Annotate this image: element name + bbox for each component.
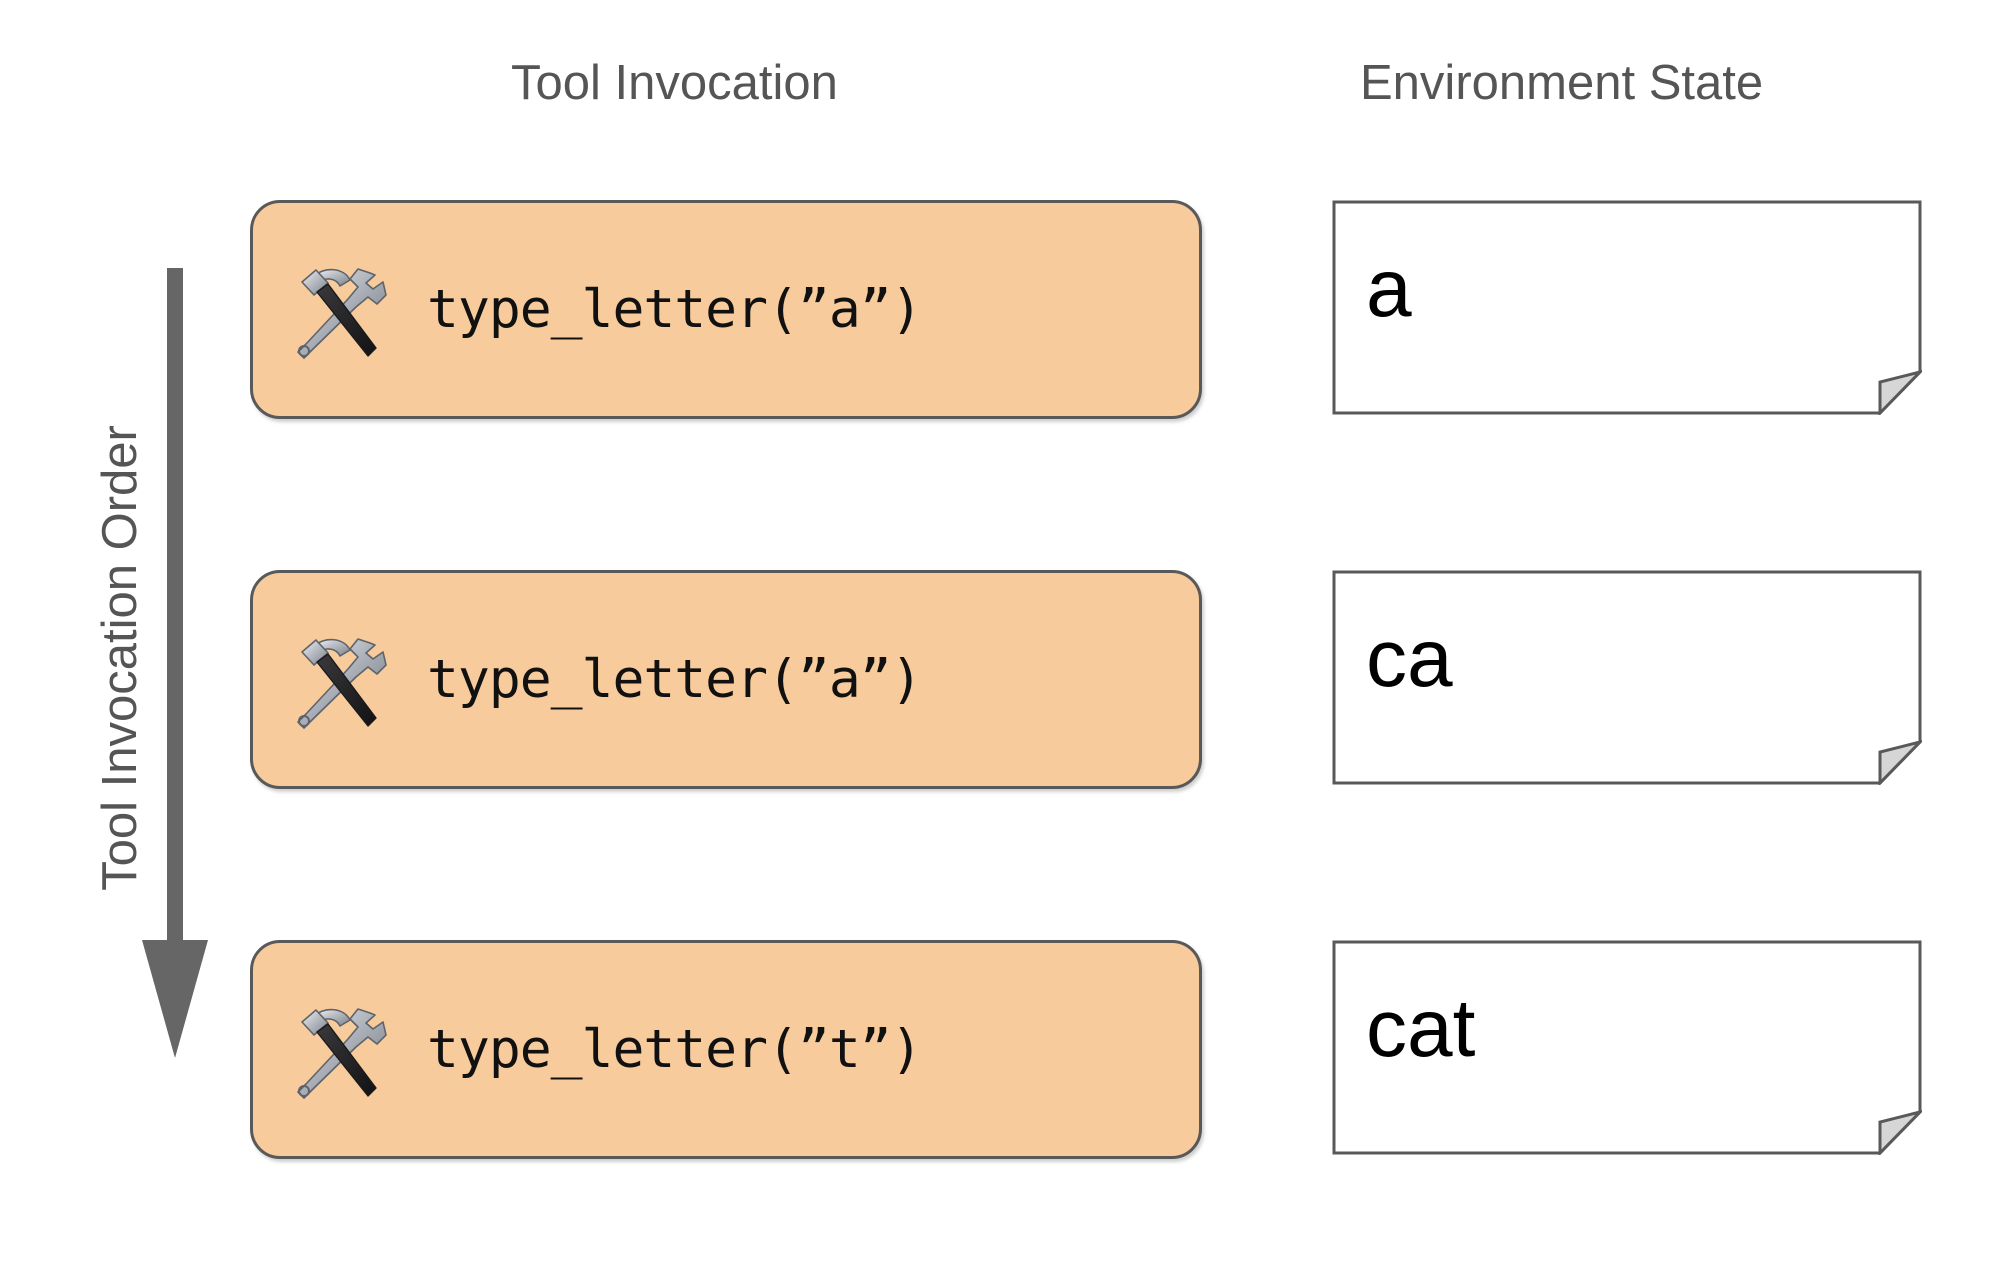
environment-state-text: cat bbox=[1366, 983, 1476, 1074]
tool-invocation-card[interactable]: type_letter(”a”) bbox=[250, 200, 1202, 419]
environment-state-note: ca bbox=[1332, 570, 1922, 785]
column-header-environment-state: Environment State bbox=[1360, 56, 1764, 110]
hammer-and-wrench-icon bbox=[283, 255, 393, 365]
sequence-row: type_letter(”t”) cat bbox=[0, 940, 2000, 1165]
tool-call-text: type_letter(”a”) bbox=[427, 649, 923, 710]
environment-state-text: a bbox=[1366, 243, 1412, 334]
environment-state-note: a bbox=[1332, 200, 1922, 415]
tool-call-text: type_letter(”t”) bbox=[427, 1019, 923, 1080]
environment-state-note: cat bbox=[1332, 940, 1922, 1155]
hammer-and-wrench-icon bbox=[283, 625, 393, 735]
environment-state-text: ca bbox=[1366, 613, 1453, 704]
tool-invocation-card[interactable]: type_letter(”a”) bbox=[250, 570, 1202, 789]
tool-invocation-card[interactable]: type_letter(”t”) bbox=[250, 940, 1202, 1159]
tool-call-text: type_letter(”a”) bbox=[427, 279, 923, 340]
column-header-tool-invocation: Tool Invocation bbox=[511, 56, 838, 110]
down-arrow-icon bbox=[140, 268, 210, 1058]
sequence-row: type_letter(”a”) ca bbox=[0, 570, 2000, 795]
hammer-and-wrench-icon bbox=[283, 995, 393, 1105]
sequence-row: type_letter(”a”) a bbox=[0, 200, 2000, 425]
